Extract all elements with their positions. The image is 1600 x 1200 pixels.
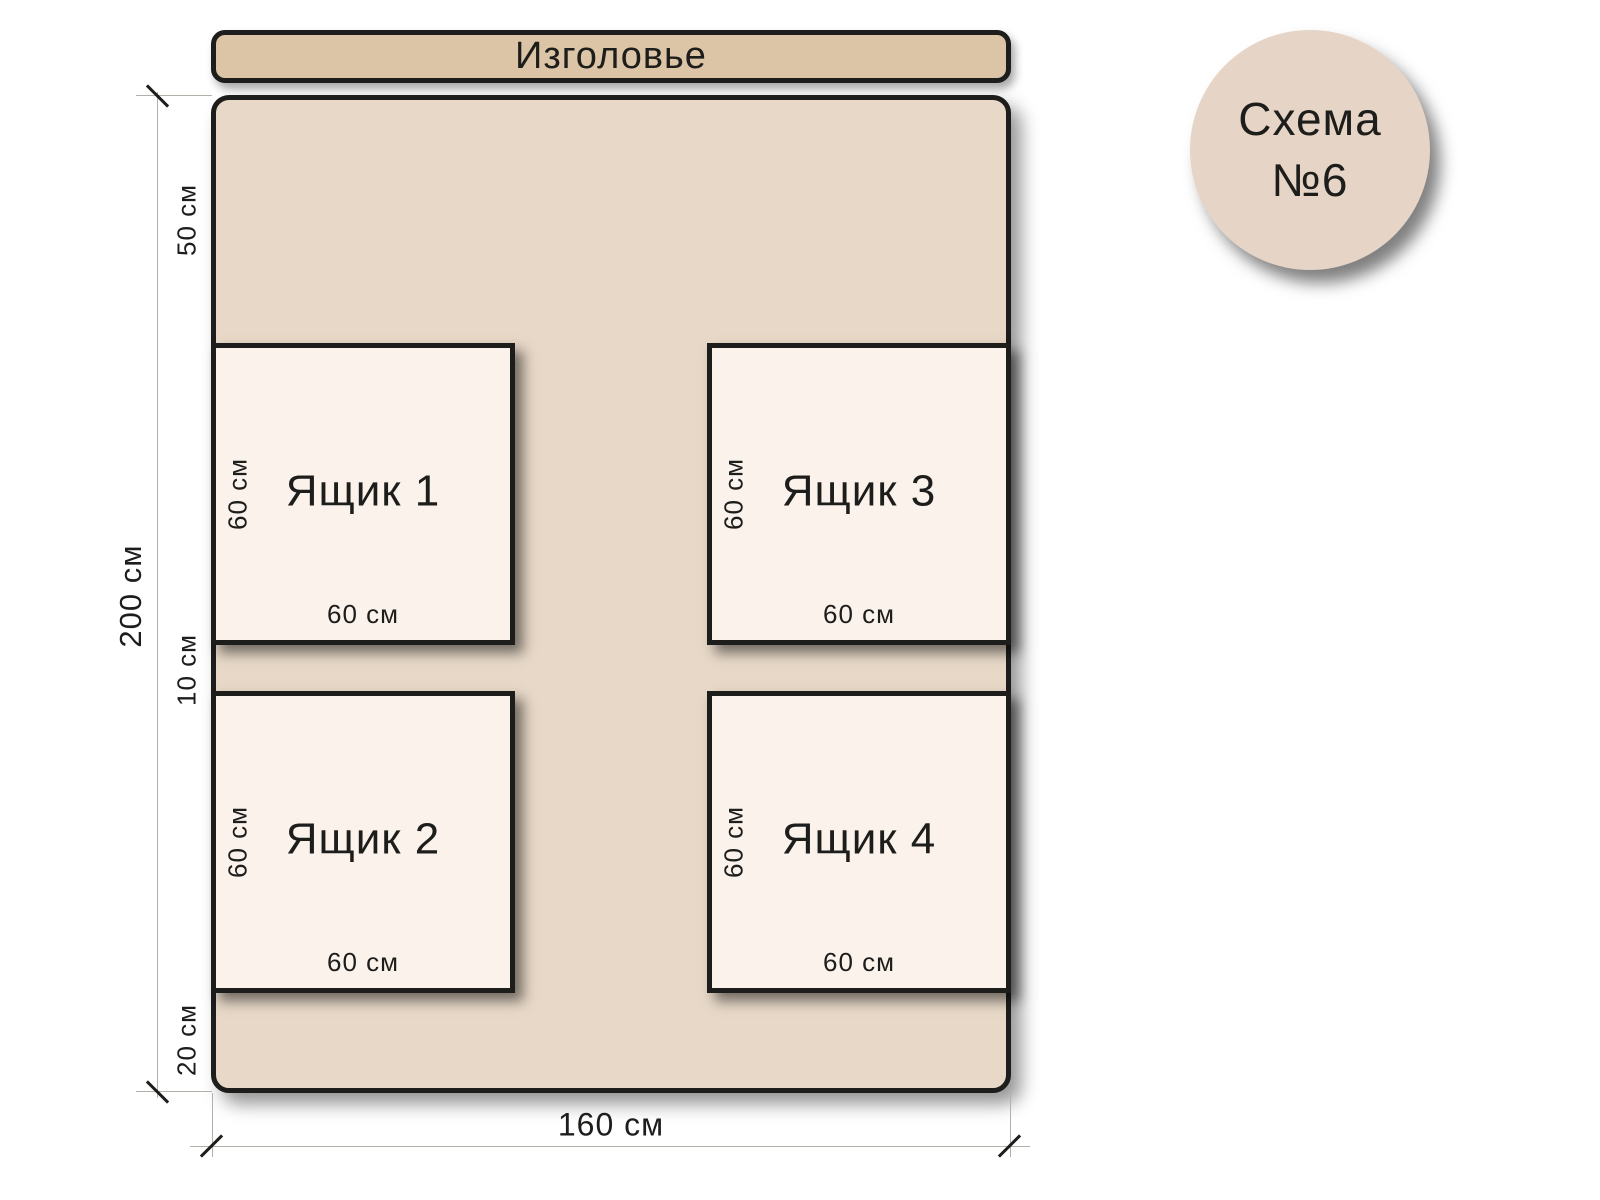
dimension-line-horizontal [190,1146,1030,1147]
drawer-4: 60 см Ящик 4 60 см [707,691,1011,993]
dimension-label-20cm: 20 см [171,1003,202,1077]
drawer-2-name: Ящик 2 [285,814,441,864]
drawer-3-name: Ящик 3 [781,466,937,516]
drawer-2-width-label: 60 см [326,947,400,977]
drawer-3-width-label: 60 см [822,599,896,629]
drawer-1-height-label: 60 см [222,457,253,531]
drawer-2: 60 см Ящик 2 60 см [211,691,515,993]
schema-number-badge: Схема №6 [1190,30,1430,270]
drawer-1: 60 см Ящик 1 60 см [211,343,515,645]
drawer-1-name: Ящик 1 [285,466,441,516]
drawer-4-width-label: 60 см [822,947,896,977]
extension-line-bottom [136,1091,212,1092]
drawer-3: 60 см Ящик 3 60 см [707,343,1011,645]
extension-line-bottom-right [1010,1093,1011,1157]
drawer-1-width-label: 60 см [326,599,400,629]
dimension-label-50cm: 50 см [171,183,202,257]
dimension-line-vertical [157,92,158,1098]
badge-number: №6 [1271,154,1349,206]
badge-title: Схема [1238,93,1382,146]
dimension-label-10cm: 10 см [171,633,202,707]
extension-line-bottom-left [212,1093,213,1157]
drawer-3-height-label: 60 см [718,457,749,531]
dimension-label-200cm: 200 см [113,544,148,648]
drawer-2-height-label: 60 см [222,805,253,879]
dimension-label-160cm: 160 см [557,1106,665,1143]
headboard: Изголовье [211,30,1011,83]
drawer-4-name: Ящик 4 [781,814,937,864]
extension-line-top [136,95,212,96]
headboard-label: Изголовье [515,35,707,77]
drawer-4-height-label: 60 см [718,805,749,879]
